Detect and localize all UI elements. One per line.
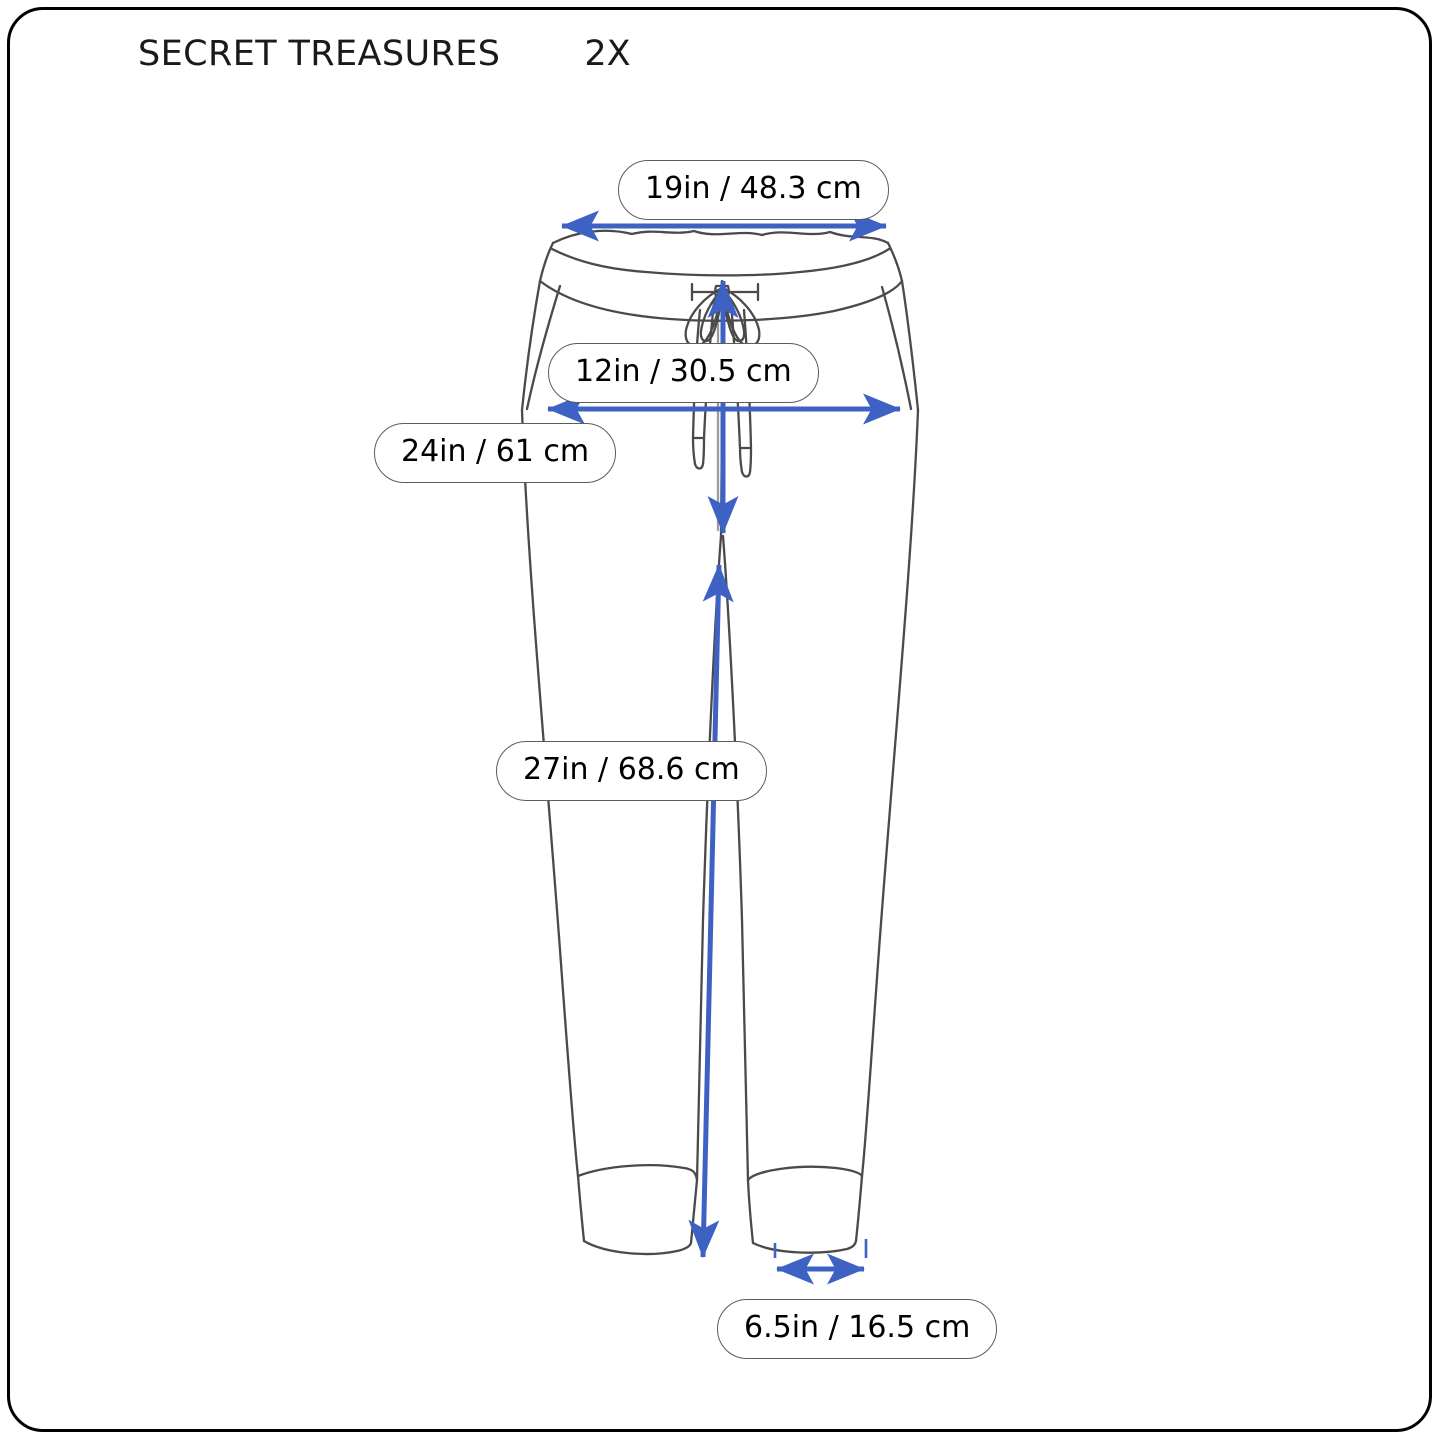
size-label: 2X	[584, 34, 631, 74]
waistband-inner-edge	[550, 247, 891, 277]
right-pocket-seam	[880, 285, 913, 411]
measurement-label-inseam: 27in / 68.6 cm	[496, 741, 767, 801]
left-cuff-bottom-edge	[582, 1239, 693, 1256]
right-hip-outer-seam	[900, 279, 920, 412]
left-cuff-right-side	[689, 1178, 699, 1245]
waistband-left-side	[538, 241, 555, 283]
inseam-dimension-arrow	[688, 564, 734, 1258]
waistband-top-edge	[551, 229, 890, 245]
right-cuff-bottom-edge	[751, 1239, 858, 1254]
left-hip-outer-seam	[520, 279, 542, 412]
left-cuff-top-edge	[576, 1164, 699, 1182]
drawstring-aglet-left	[691, 436, 706, 470]
right-cuff-left-side	[746, 1178, 755, 1245]
left-cuff-left-side	[576, 1174, 586, 1243]
waistband-right-side	[886, 241, 904, 283]
drawstring-aglet-right	[738, 446, 753, 478]
measurement-annotations	[546, 210, 901, 1285]
right-leg-inseam-edge	[721, 534, 750, 1182]
page-border-frame	[7, 7, 1432, 1432]
measurement-label-leg-opening: 6.5in / 16.5 cm	[717, 1299, 998, 1359]
header-row: SECRET TREASURES 2X	[138, 34, 631, 74]
measurement-label-rise: 12in / 30.5 cm	[548, 343, 819, 403]
right-cuff-top-edge	[746, 1165, 864, 1182]
right-leg-outer-edge	[860, 408, 920, 1178]
left-leg-outer-edge	[520, 408, 580, 1178]
measurement-label-hip: 24in / 61 cm	[374, 423, 617, 483]
brand-name: SECRET TREASURES	[138, 34, 501, 74]
measurement-label-waist: 19in / 48.3 cm	[618, 160, 889, 220]
left-pocket-seam	[525, 284, 562, 411]
right-cuff-right-side	[854, 1174, 864, 1243]
